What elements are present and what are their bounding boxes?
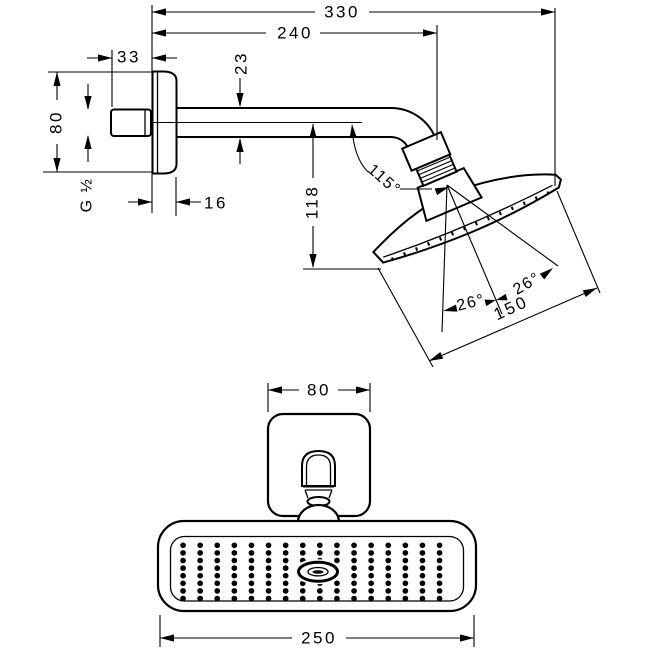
dim-head-width-label: 250 xyxy=(301,629,337,648)
shower-head-front xyxy=(156,519,478,613)
brand-logo-ellipse xyxy=(293,559,343,585)
shower-arm-pipe xyxy=(160,107,437,150)
dim-escutcheon-height-label: 80 xyxy=(47,110,66,134)
nozzle-ticks xyxy=(391,190,551,262)
spray-angle-inner-label: 26° xyxy=(455,291,487,314)
spray-angle-outer-label: 26° xyxy=(510,269,543,298)
side-view: 330 240 33 23 80 G ½ 16 118 115° 26° 26°… xyxy=(43,3,601,368)
label-backgrounds xyxy=(47,3,369,226)
extension-lines xyxy=(43,5,601,368)
front-arrowheads xyxy=(160,386,474,642)
dim-escutcheon-width-label: 80 xyxy=(307,381,331,400)
arm-front xyxy=(296,449,341,523)
front-label-backgrounds xyxy=(292,381,346,647)
front-view: 80 250 xyxy=(156,381,478,648)
thread-size-label: G ½ xyxy=(79,178,96,213)
dim-arm-length-label: 240 xyxy=(277,24,313,43)
spray-angle-lines xyxy=(441,184,559,333)
dim-escutcheon-depth-label: 16 xyxy=(204,194,228,213)
ball-joint-front xyxy=(296,503,341,523)
head-assembly xyxy=(371,130,563,264)
dim-pipe-diameter-label: 23 xyxy=(232,51,251,75)
arm-end-fitting xyxy=(400,130,452,173)
arm-angle-label: 115° xyxy=(364,161,404,199)
dim-drop-height-label: 118 xyxy=(303,185,322,220)
dim-overall-reach-label: 330 xyxy=(324,3,360,22)
inlet-stub xyxy=(110,108,152,137)
dim-inlet-protrusion-label: 33 xyxy=(117,48,141,67)
dimension-arrowheads xyxy=(53,8,597,361)
